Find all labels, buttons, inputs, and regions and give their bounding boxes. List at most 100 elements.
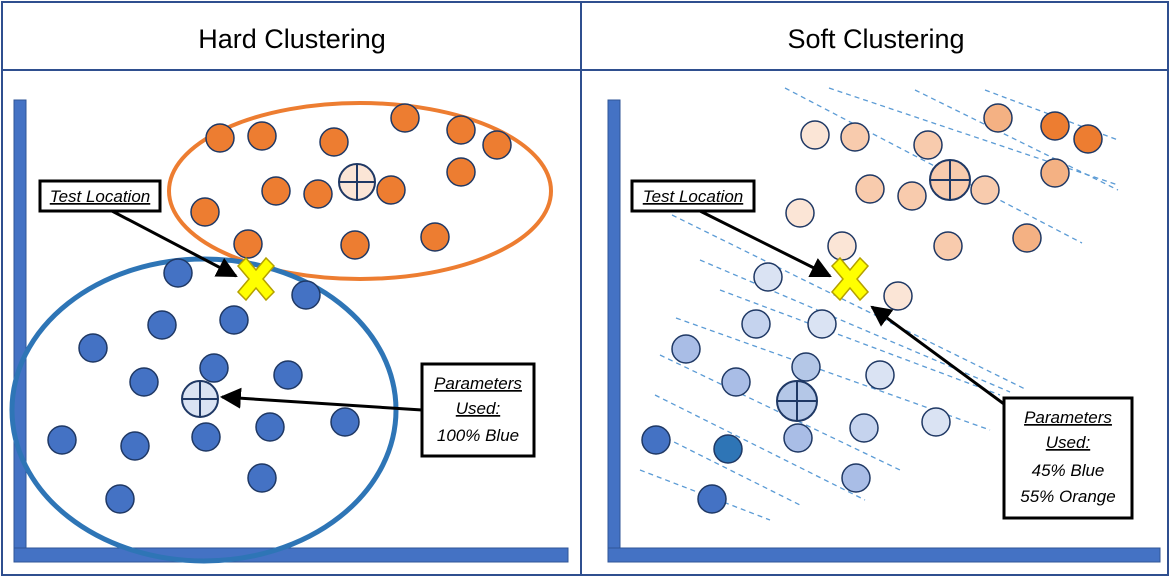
x-mark-icon [236, 256, 276, 302]
soft-point [840, 122, 870, 152]
orange-point [303, 179, 333, 209]
hard-params-line-2: Used: [456, 399, 501, 418]
soft-point [855, 174, 885, 204]
blue-point [120, 431, 150, 461]
x-mark-icon [830, 256, 870, 302]
orange-point [420, 222, 450, 252]
blue-point [247, 463, 277, 493]
soft-test-arrow [699, 209, 832, 278]
orange-centroid [338, 163, 376, 201]
soft-point [753, 262, 783, 292]
soft-y-axis [607, 99, 621, 563]
hard-parameters-box [420, 362, 536, 458]
hard-test-location-box [38, 179, 162, 213]
hard-test-arrow [111, 209, 238, 278]
soft-params-line-4: 55% Orange [1020, 487, 1115, 506]
soft-params-line-3: 45% Blue [1032, 461, 1105, 480]
soft-point [913, 130, 943, 160]
soft-point [983, 103, 1013, 133]
soft-point [897, 181, 927, 211]
orange-point [446, 115, 476, 145]
soft-params-line-2: Used: [1046, 433, 1091, 452]
soft-point [921, 407, 951, 437]
soft-test-marker [830, 256, 870, 302]
hard-x-axis [13, 547, 569, 563]
blue-point [219, 305, 249, 335]
blue-point [255, 412, 285, 442]
soft-point [849, 413, 879, 443]
dashed-guide-line [649, 429, 801, 506]
hard-y-axis [13, 99, 27, 563]
dashed-guide-line [719, 289, 1001, 396]
blue-point [191, 422, 221, 452]
soft-params-arrow [870, 305, 1005, 406]
orange-point [261, 176, 291, 206]
orange-point [446, 157, 476, 187]
blue-point [147, 310, 177, 340]
orange-point [340, 230, 370, 260]
soft-clustering-title: Soft Clustering [787, 24, 964, 54]
blue-point [105, 484, 135, 514]
hard-test-location-label: Test Location [50, 187, 151, 206]
soft-point [841, 463, 871, 493]
soft-point [1073, 124, 1103, 154]
soft-point [741, 309, 771, 339]
soft-point [807, 309, 837, 339]
soft-point [671, 334, 701, 364]
orange-point [319, 127, 349, 157]
soft-clustering-panel: Test Location Parameters Used: 45% Blue … [607, 87, 1161, 563]
orange-point [482, 130, 512, 160]
orange-point [247, 121, 277, 151]
orange-cluster-ellipse [167, 101, 553, 281]
soft-points [641, 103, 1103, 514]
blue-point [291, 280, 321, 310]
soft-point [1040, 111, 1070, 141]
soft-params-line-1: Parameters [1024, 408, 1112, 427]
orange-point [233, 229, 263, 259]
dashed-guide-line [671, 214, 1026, 390]
dashed-guide-line [914, 89, 1119, 191]
soft-point [883, 281, 913, 311]
blue-centroid [181, 380, 219, 418]
soft-point [713, 434, 743, 464]
soft-point [827, 231, 857, 261]
soft-point [785, 198, 815, 228]
soft-parameters-box [1002, 396, 1134, 520]
orange-point [190, 197, 220, 227]
soft-point [641, 425, 671, 455]
blue-point [47, 425, 77, 455]
dashed-guide-line [675, 317, 991, 431]
blue-point [129, 367, 159, 397]
orange-point [390, 103, 420, 133]
dashed-guide-line [784, 87, 1083, 244]
soft-point [721, 367, 751, 397]
soft-point [933, 231, 963, 261]
blue-point [163, 258, 193, 288]
hard-test-marker [236, 256, 276, 302]
soft-point [865, 360, 895, 390]
hard-params-line-1: Parameters [434, 374, 522, 393]
blue-point [273, 360, 303, 390]
hard-clustering-panel: Test Location Parameters Used: 100% Blue [9, 99, 569, 564]
soft-point [970, 175, 1000, 205]
hard-orange-points [190, 103, 512, 260]
blue-point [330, 407, 360, 437]
blue-point [78, 333, 108, 363]
soft-point [783, 423, 813, 453]
hard-params-arrow [219, 387, 423, 412]
soft-point [697, 484, 727, 514]
orange-point [205, 123, 235, 153]
dashed-guide-line [828, 87, 1119, 186]
soft-x-axis [607, 547, 1161, 563]
soft-orange-centroid [929, 159, 971, 201]
soft-point [800, 120, 830, 150]
hard-params-line-3: 100% Blue [437, 426, 519, 445]
hard-blue-points [47, 258, 360, 514]
orange-point [376, 175, 406, 205]
blue-point [199, 353, 229, 383]
soft-blue-centroid [776, 380, 818, 422]
soft-test-location-label: Test Location [643, 187, 744, 206]
dashed-guide-line [654, 394, 866, 501]
